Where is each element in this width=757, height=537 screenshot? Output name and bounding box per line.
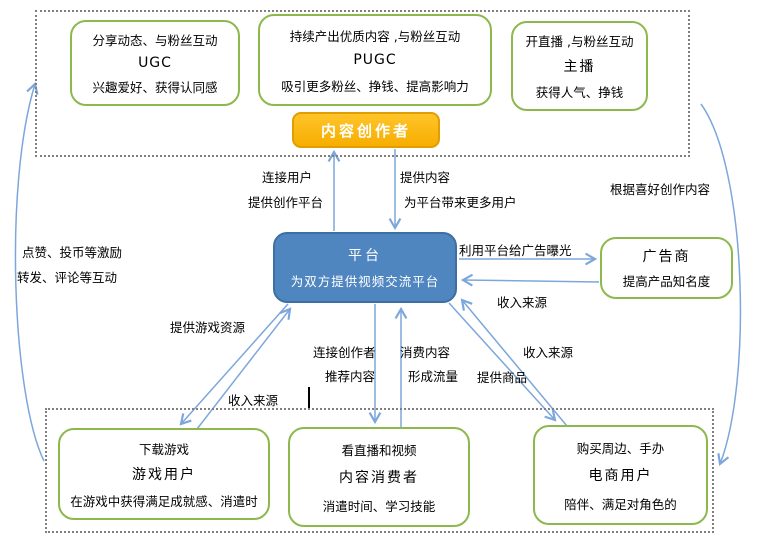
ecommerce-title: 电商用户 [588,468,653,484]
arrow-ecommerce-to-platform[interactable] [460,298,568,427]
platform-subtitle: 为双方提供视频交流平台 [290,273,440,289]
consumer-title: 内容消费者 [339,470,419,486]
label-provide-creation-platform[interactable]: 提供创作平台 [248,195,324,210]
label-connect-users[interactable]: 连接用户 [262,170,313,185]
node-content-consumer[interactable]: 看直播和视频 内容消费者 消遣时间、学习技能 [288,427,470,527]
label-income-from-games[interactable]: 收入来源 [228,393,279,408]
arrow-platform-to-game-user[interactable] [179,303,289,426]
advertiser-line3: 提高产品知名度 [622,274,711,289]
platform-title: 平台 [348,248,382,265]
pugc-line3: 吸引更多粉丝、挣钱、提高影响力 [281,78,469,94]
label-income-from-ads[interactable]: 收入来源 [497,295,548,310]
node-anchor[interactable]: 开直播 ,与粉丝互动 主播 获得人气、挣钱 [511,21,648,111]
label-provide-content[interactable]: 提供内容 [400,170,451,185]
arrow-advertiser-to-platform[interactable] [460,273,600,287]
node-content-creator[interactable]: 内容创作者 [292,112,440,148]
anchor-line1: 开直播 ,与粉丝互动 [525,34,634,49]
game-user-line1: 下载游戏 [138,441,189,457]
node-ecommerce-user[interactable]: 购买周边、手办 电商用户 陪伴、满足对角色的 [533,425,708,525]
ugc-line3: 兴趣爱好、获得认同感 [92,80,218,95]
advertiser-title: 广告商 [642,249,691,265]
label-create-by-preference[interactable]: 根据喜好创作内容 [610,182,711,197]
label-ad-exposure[interactable]: 利用平台给广告曝光 [459,243,572,258]
anchor-title: 主播 [563,59,596,75]
pugc-title: PUGC [353,52,397,68]
ugc-line1: 分享动态、与粉丝互动 [92,33,218,48]
node-advertiser[interactable]: 广告商 提高产品知名度 [600,237,733,299]
anchor-line3: 获得人气、挣钱 [535,85,624,100]
label-bring-more-users[interactable]: 为平台带来更多用户 [404,195,517,210]
content-creator-title: 内容创作者 [320,121,411,140]
node-game-user[interactable]: 下载游戏 游戏用户 在游戏中获得满足成就感、消遣时 [58,428,270,520]
label-consume-content[interactable]: 消费内容 [400,345,451,360]
game-user-line3: 在游戏中获得满足成就感、消遣时 [70,493,258,509]
consumer-line1: 看直播和视频 [341,442,417,458]
curve-users-to-creators[interactable] [14,81,45,462]
ecommerce-line1: 购买周边、手办 [576,440,665,456]
node-pugc[interactable]: 持续产出优质内容 ,与粉丝互动 PUGC 吸引更多粉丝、挣钱、提高影响力 [258,14,492,106]
label-recommend-content[interactable]: 推荐内容 [325,369,376,384]
label-income-from-ecommerce[interactable]: 收入来源 [523,345,574,360]
node-platform[interactable]: 平台 为双方提供视频交流平台 [273,232,457,303]
label-likes-coins[interactable]: 点赞、投币等激励 [22,245,123,260]
users-group-frame[interactable] [45,408,714,533]
creators-group-frame[interactable] [35,10,690,157]
ecommerce-line3: 陪伴、满足对角色的 [564,496,677,512]
label-connect-creators[interactable]: 连接创作者 [313,345,376,360]
arrow-platform-to-ecommerce[interactable] [448,302,557,422]
pugc-line1: 持续产出优质内容 ,与粉丝互动 [289,28,461,44]
text-caret [308,387,310,408]
node-ugc[interactable]: 分享动态、与粉丝互动 UGC 兴趣爱好、获得认同感 [70,20,240,106]
label-provide-goods[interactable]: 提供商品 [477,370,528,385]
label-provide-game-resources[interactable]: 提供游戏资源 [170,320,246,335]
label-repost-comments[interactable]: 转发、评论等互动 [17,270,118,285]
curve-creators-to-users[interactable] [700,103,742,467]
label-form-traffic[interactable]: 形成流量 [408,369,459,384]
ugc-title: UGC [138,55,172,71]
consumer-line3: 消遣时间、学习技能 [322,498,436,514]
game-user-title: 游戏用户 [132,467,196,483]
